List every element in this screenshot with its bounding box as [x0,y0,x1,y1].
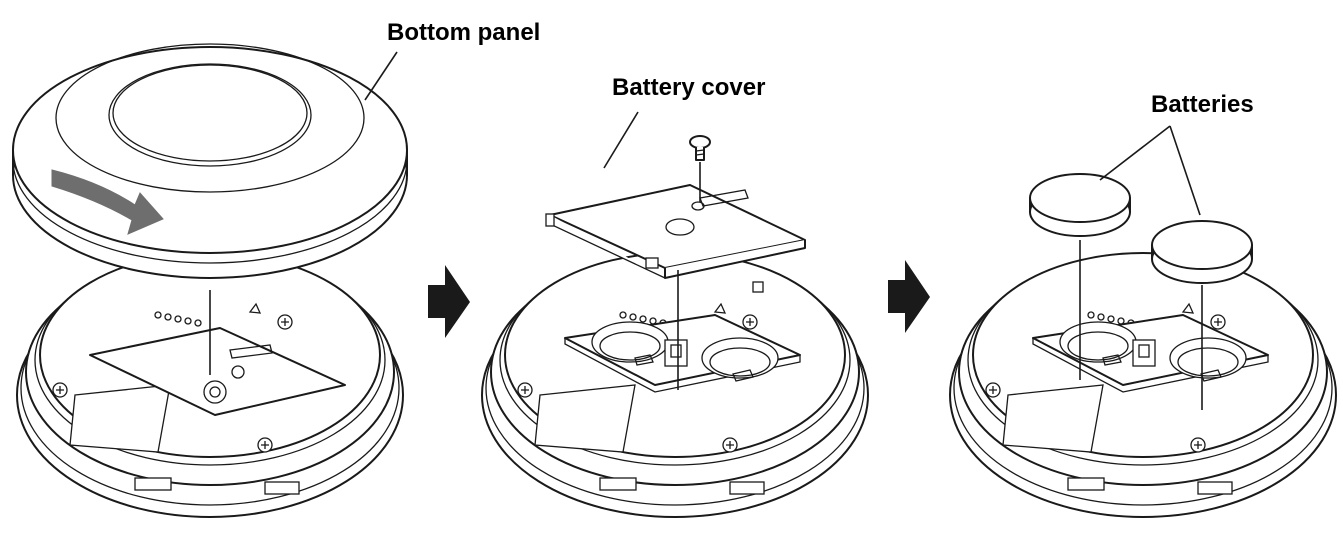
batteries-leader-2 [1169,125,1201,216]
coin-battery-1 [1029,173,1131,237]
step-2-group: Battery cover [481,74,869,518]
base-unit-3 [949,252,1337,518]
battery-cover-label: Battery cover [612,74,765,101]
step-arrow-2-icon [888,260,930,333]
screw-icon [689,135,711,161]
bottom-panel-leader [364,51,398,101]
coin-battery-2 [1151,220,1253,284]
battery-cover [545,184,806,293]
base-unit-2 [481,252,869,518]
bottom-panel [12,43,408,279]
battery-cover-leader [603,111,639,169]
step-3-group: Batteries [949,91,1337,518]
step-1-group: Bottom panel [12,19,540,518]
step-arrow-1-icon [428,265,470,338]
base-unit-1 [16,252,404,518]
batteries-label: Batteries [1151,91,1254,118]
bottom-panel-label: Bottom panel [387,19,540,46]
batteries-leader-1 [1099,125,1171,181]
arrow-rotate-icon [51,169,164,235]
